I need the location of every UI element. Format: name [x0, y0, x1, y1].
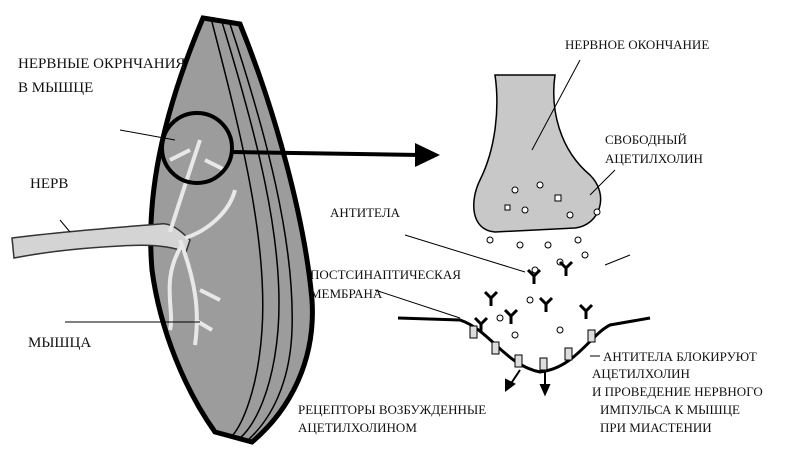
label-antibodies: АНТИТЕЛА — [330, 205, 401, 220]
nerve-leader — [59, 219, 71, 233]
short-leader — [604, 254, 631, 266]
label-nerve-endings-2: В МЫШЦЕ — [18, 80, 93, 96]
label-nerve: НЕРВ — [30, 176, 68, 192]
label-block-3: И ПРОВЕДЕНИЕ НЕРВНОГО — [592, 384, 763, 399]
label-muscle: МЫШЦА — [28, 335, 91, 351]
nerve-shape — [11, 139, 237, 346]
postsynaptic-membrane — [397, 316, 651, 374]
muscle — [148, 15, 315, 445]
label-block-1: АНТИТЕЛА БЛОКИРУЮТ — [603, 349, 757, 364]
zoom-arrow — [231, 143, 440, 167]
acetylcholine-molecules — [486, 181, 601, 339]
endings-leader — [119, 129, 176, 141]
magnify-circle — [160, 111, 234, 185]
label-nerve-terminal: НЕРВНОЕ ОКОНЧАНИЕ — [565, 37, 709, 52]
label-postsynaptic-2: МЕМБРАНА — [310, 286, 383, 301]
label-receptors-1: РЕЦЕПТОРЫ ВОЗБУЖДЕННЫЕ — [298, 402, 486, 417]
antibodies — [473, 260, 594, 332]
label-block-5: ПРИ МИАСТЕНИИ — [600, 420, 712, 435]
antibodies-leader — [404, 234, 526, 273]
label-free-ach-2: АЦЕТИЛХОЛИН — [605, 151, 703, 166]
nerve-terminal — [473, 59, 602, 233]
label-postsynaptic-1: ПОСТСИНАПТИЧЕСКАЯ — [310, 267, 461, 282]
label-block-4: ИМПУЛЬСА К МЫШЦЕ — [600, 402, 740, 417]
membrane-leader — [374, 289, 461, 319]
label-free-ach-1: СВОБОДНЫЙ — [605, 132, 687, 147]
label-nerve-endings-1: НЕРВНЫЕ ОКРНЧАНИЯ — [18, 56, 185, 72]
label-receptors-2: АЦЕТИЛХОЛИНОМ — [298, 420, 417, 435]
label-block-2: АЦЕТИЛХОЛИН — [592, 366, 690, 381]
impulse-arrows — [505, 369, 551, 397]
free-ach-leader — [589, 169, 616, 196]
